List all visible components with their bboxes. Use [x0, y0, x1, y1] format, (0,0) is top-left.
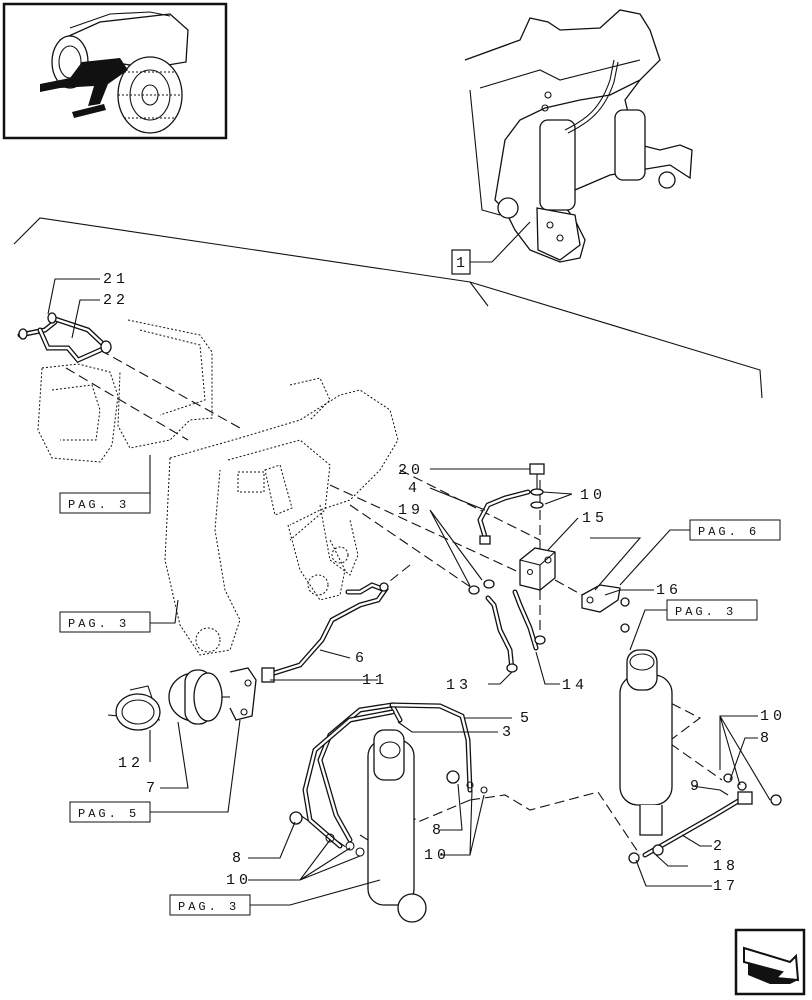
clamp-12 — [115, 685, 161, 731]
reference-box: 1 — [13, 217, 763, 399]
front-support-frame — [37, 319, 399, 656]
callout-4: 4 — [408, 480, 421, 497]
next-page-arrow-icon[interactable] — [734, 928, 806, 996]
valve-block-15 — [519, 547, 556, 591]
callout-6: 6 — [355, 650, 368, 667]
callout-18: 18 — [713, 858, 739, 875]
svg-text:PAG. 3: PAG. 3 — [68, 498, 129, 512]
pipe-21-22 — [17, 312, 112, 364]
callout-2: 2 — [713, 838, 726, 855]
bolt-20 — [529, 463, 545, 509]
svg-text:PAG. 5: PAG. 5 — [78, 807, 139, 821]
hoses-3-5 — [289, 702, 488, 857]
callout-12: 12 — [118, 755, 144, 772]
callout-8-left: 8 — [232, 850, 245, 867]
callout-14: 14 — [562, 677, 588, 694]
leader-lines — [47, 278, 771, 906]
reference-box-label: 1 — [456, 255, 469, 272]
callout-8-right: 8 — [760, 730, 773, 747]
page-ref-pag5[interactable]: PAG. 5 — [69, 801, 151, 823]
page-ref-pag3-top[interactable]: PAG. 3 — [59, 492, 151, 514]
callout-16: 16 — [656, 582, 682, 599]
cylinder-left — [367, 729, 427, 923]
page-ref-boxes: PAG. 3 PAG. 3 PAG. 6 PAG. 3 PAG. 5 PAG. … — [59, 492, 781, 916]
callout-20: 20 — [398, 462, 424, 479]
callout-numbers: 21 22 20 4 10 19 15 16 6 11 13 14 5 3 12… — [103, 271, 786, 895]
tractor-thumbnail-icon[interactable] — [2, 2, 228, 140]
callout-9: 9 — [690, 778, 703, 795]
callout-5: 5 — [520, 710, 533, 727]
callout-17: 17 — [713, 878, 739, 895]
callout-10-top: 10 — [580, 487, 606, 504]
cylinder-right — [619, 649, 673, 836]
callout-15: 15 — [582, 510, 608, 527]
callout-10-center: 10 — [424, 847, 450, 864]
accumulator-7 — [168, 667, 257, 725]
callout-11: 11 — [362, 672, 388, 689]
bracket-16 — [581, 584, 630, 633]
page-ref-pag3-bottom[interactable]: PAG. 3 — [169, 894, 251, 916]
front-linkage-assembly-overview — [464, 9, 693, 263]
callout-22: 22 — [103, 292, 129, 309]
svg-text:PAG. 3: PAG. 3 — [68, 617, 129, 631]
callout-19: 19 — [398, 502, 424, 519]
callout-10-right: 10 — [760, 708, 786, 725]
callout-10-left: 10 — [226, 872, 252, 889]
hose-2 — [628, 773, 782, 864]
page-ref-pag3-middle[interactable]: PAG. 3 — [59, 611, 151, 633]
callout-8-center: 8 — [432, 822, 445, 839]
hose-4 — [477, 489, 531, 545]
svg-text:PAG. 3: PAG. 3 — [675, 605, 736, 619]
page-ref-pag6[interactable]: PAG. 6 — [689, 519, 781, 541]
svg-text:PAG. 3: PAG. 3 — [178, 900, 239, 914]
svg-text:PAG. 6: PAG. 6 — [698, 525, 759, 539]
pipe-6 — [261, 582, 389, 683]
page-ref-pag3-right[interactable]: PAG. 3 — [666, 599, 758, 621]
pipes-13-14 — [468, 579, 546, 673]
callout-13: 13 — [446, 677, 472, 694]
callout-7: 7 — [146, 780, 159, 797]
callout-21: 21 — [103, 271, 129, 288]
callout-3: 3 — [502, 724, 515, 741]
